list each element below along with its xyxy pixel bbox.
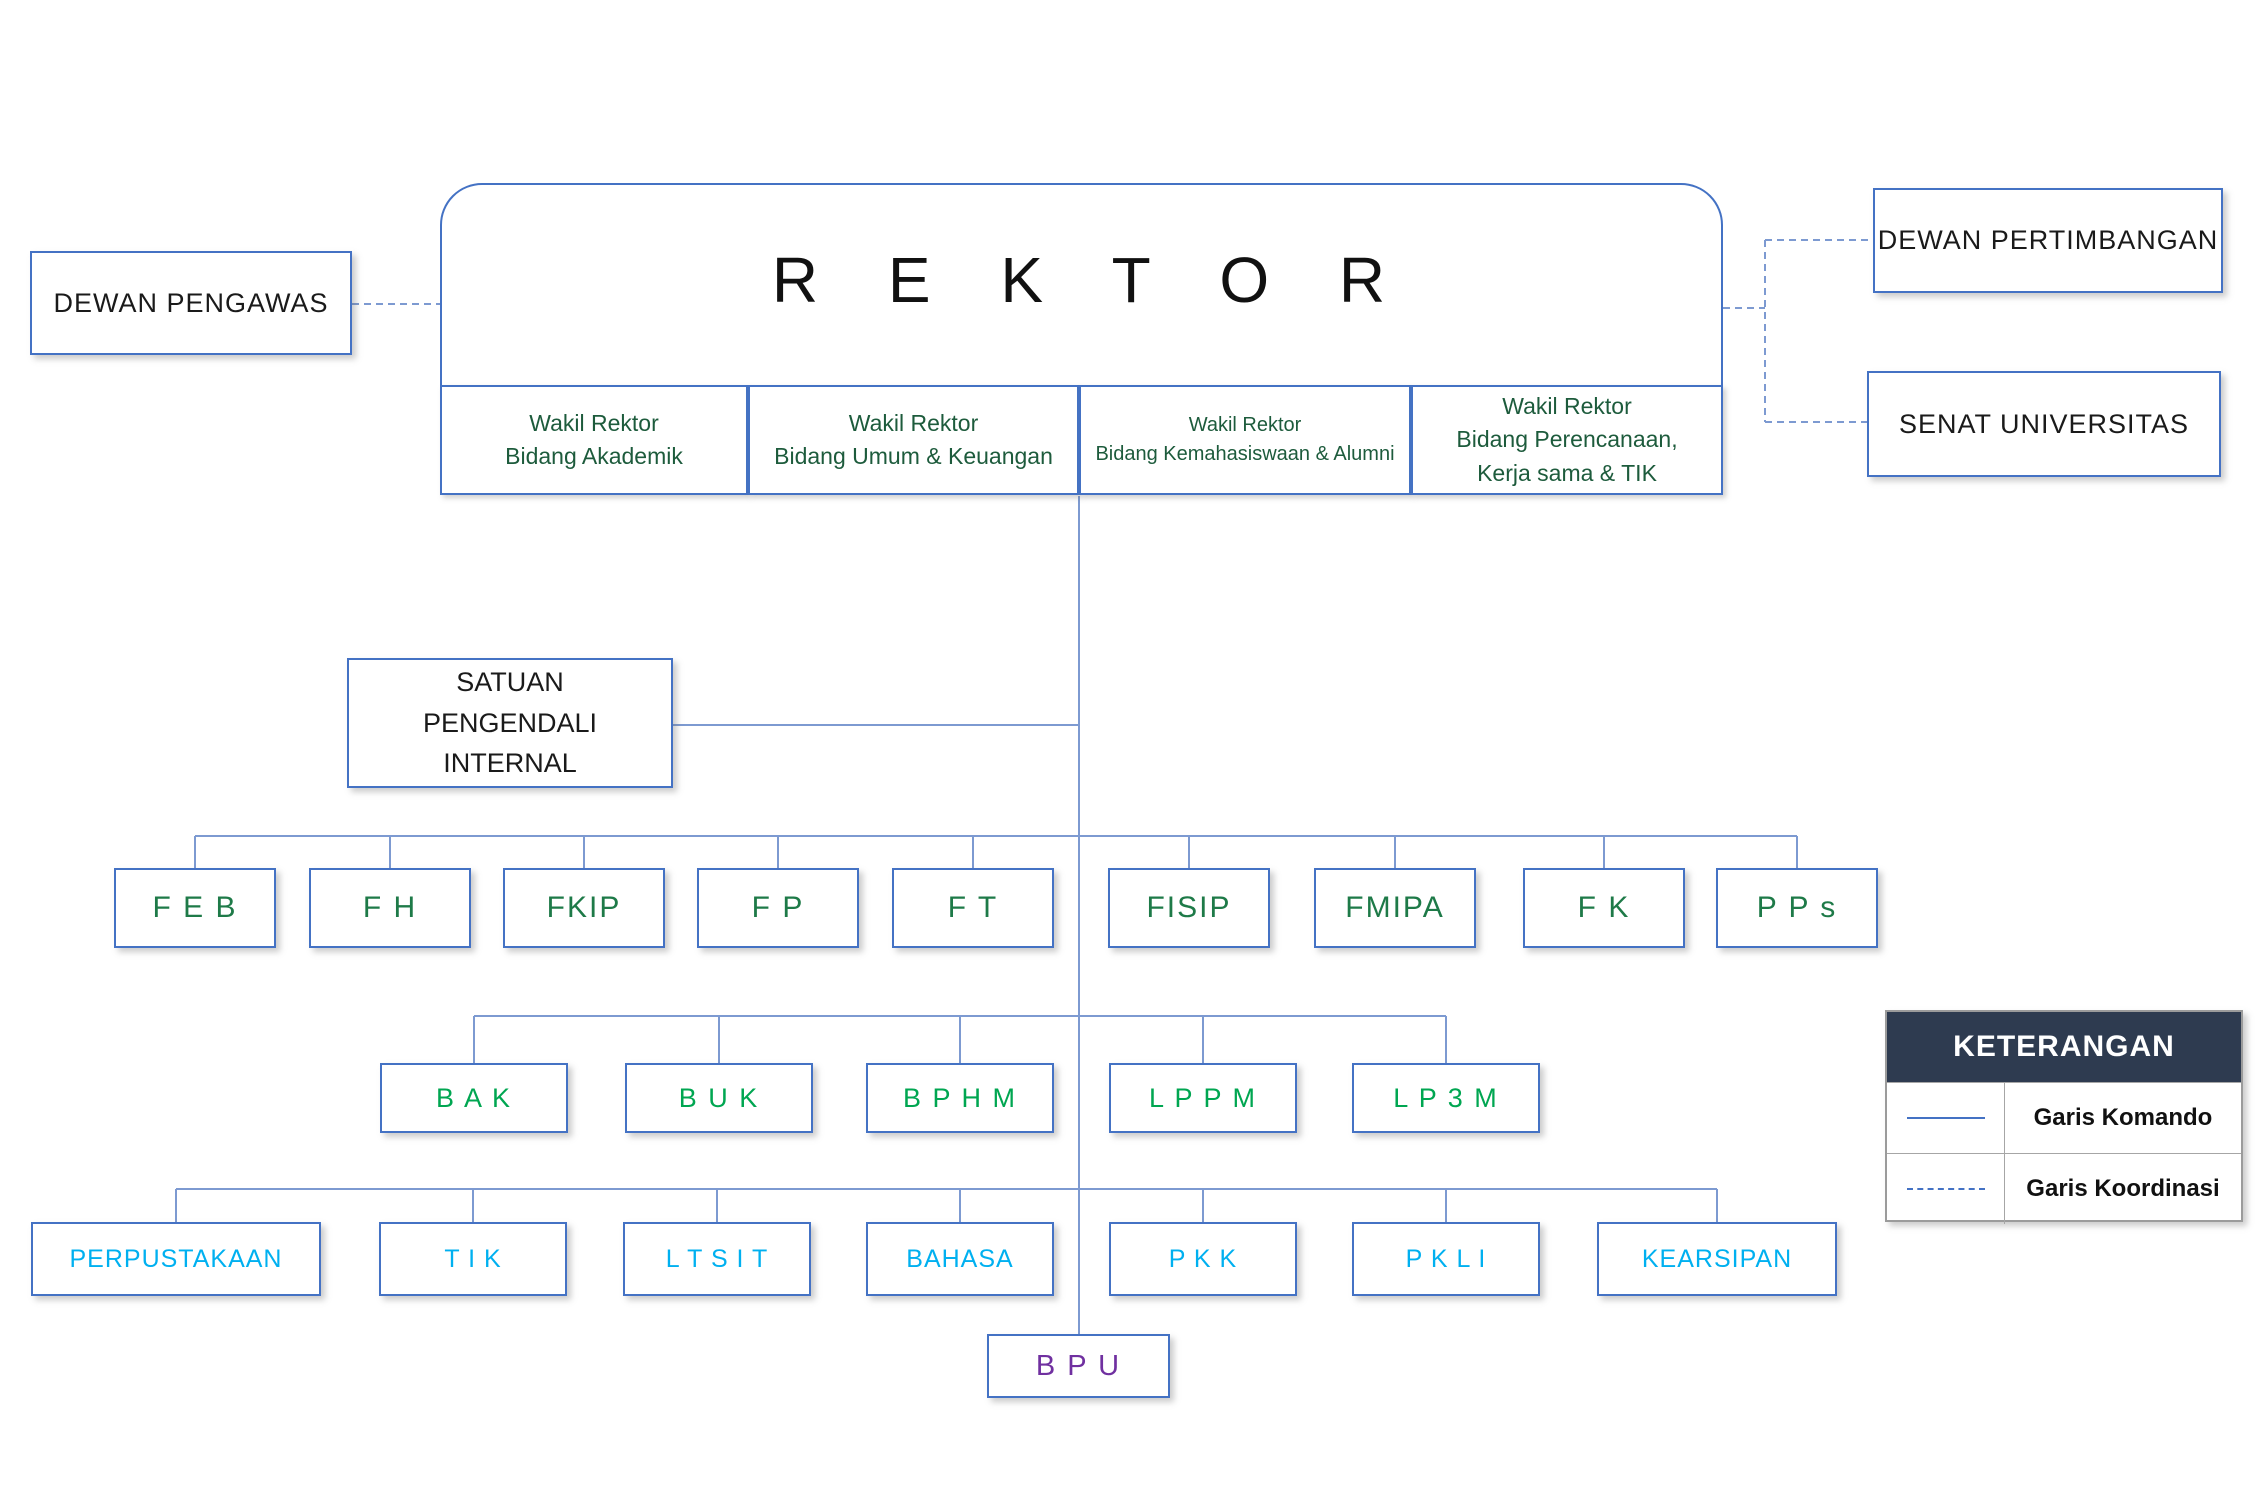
wakil-bidang: Bidang Kemahasiswaan & Alumni [1095,443,1395,465]
node-wakil-rektor-umum-keuangan: Wakil Rektor Bidang Umum & Keuangan [748,385,1079,495]
spi-label: SATUAN PENGENDALI INTERNAL [422,667,598,779]
node-fh: F H [309,868,471,948]
wakil-bidang: Bidang Perencanaan, Kerja sama & TIK [1456,426,1678,486]
node-feb: F E B [114,868,276,948]
legend-solid-line-sample [1887,1083,2005,1153]
node-pps: P P s [1716,868,1878,948]
dashed-line-icon [1906,1188,1985,1190]
node-senat-universitas: SENAT UNIVERSITAS [1867,371,2221,477]
wakil-title: Wakil Rektor [529,409,659,436]
node-bak: B A K [380,1063,568,1133]
node-kearsipan: KEARSIPAN [1597,1222,1837,1296]
legend-label-koordinasi: Garis Koordinasi [2026,1175,2220,1202]
node-fmipa: FMIPA [1314,868,1476,948]
node-wakil-rektor-perencanaan-kerjasama-tik: Wakil Rektor Bidang Perencanaan, Kerja s… [1411,385,1723,495]
garis-koordinasi-lines [352,239,1873,423]
garis-komando-lines [175,496,1798,1334]
node-satuan-pengendali-internal: SATUAN PENGENDALI INTERNAL [347,658,673,788]
node-buk: B U K [625,1063,813,1133]
node-lp3m: L P 3 M [1352,1063,1540,1133]
solid-line-icon [1906,1117,1985,1119]
legend-label-komando: Garis Komando [2033,1104,2213,1131]
legend-row-komando: Garis Komando [1887,1082,2241,1153]
node-wakil-rektor-kemahasiswaan-alumni: Wakil Rektor Bidang Kemahasiswaan & Alum… [1079,385,1411,495]
node-perpustakaan: PERPUSTAKAAN [31,1222,321,1296]
legend-dashed-line-sample [1887,1154,2005,1224]
node-lppm: L P P M [1109,1063,1297,1133]
node-ft: F T [892,868,1054,948]
node-pkli: P K L I [1352,1222,1540,1296]
node-bphm: B P H M [866,1063,1054,1133]
node-wakil-rektor-akademik: Wakil Rektor Bidang Akademik [440,385,748,495]
node-fkip: FKIP [503,868,665,948]
node-bpu: B P U [987,1334,1170,1398]
node-pkk: P K K [1109,1222,1297,1296]
node-fk: F K [1523,868,1685,948]
wakil-title: Wakil Rektor [848,409,979,436]
node-ltsit: L T S I T [623,1222,811,1296]
legend: KETERANGAN Garis Komando Garis Koordinas… [1885,1010,2243,1224]
legend-title: KETERANGAN [1887,1012,2241,1082]
node-tik: T I K [379,1222,567,1296]
wakil-bidang: Bidang Akademik [505,443,683,469]
node-dewan-pertimbangan: DEWAN PERTIMBANGAN [1873,188,2223,293]
node-dewan-pengawas: DEWAN PENGAWAS [30,251,352,355]
node-fp: F P [697,868,859,948]
wakil-bidang: Bidang Umum & Keuangan [774,443,1053,469]
legend-row-koordinasi: Garis Koordinasi [1887,1153,2241,1224]
wakil-title: Wakil Rektor [1188,414,1302,436]
node-bahasa: BAHASA [866,1222,1054,1296]
wakil-title: Wakil Rektor [1502,392,1632,419]
node-fisip: FISIP [1108,868,1270,948]
rektor-title: R E K T O R [771,244,1412,316]
